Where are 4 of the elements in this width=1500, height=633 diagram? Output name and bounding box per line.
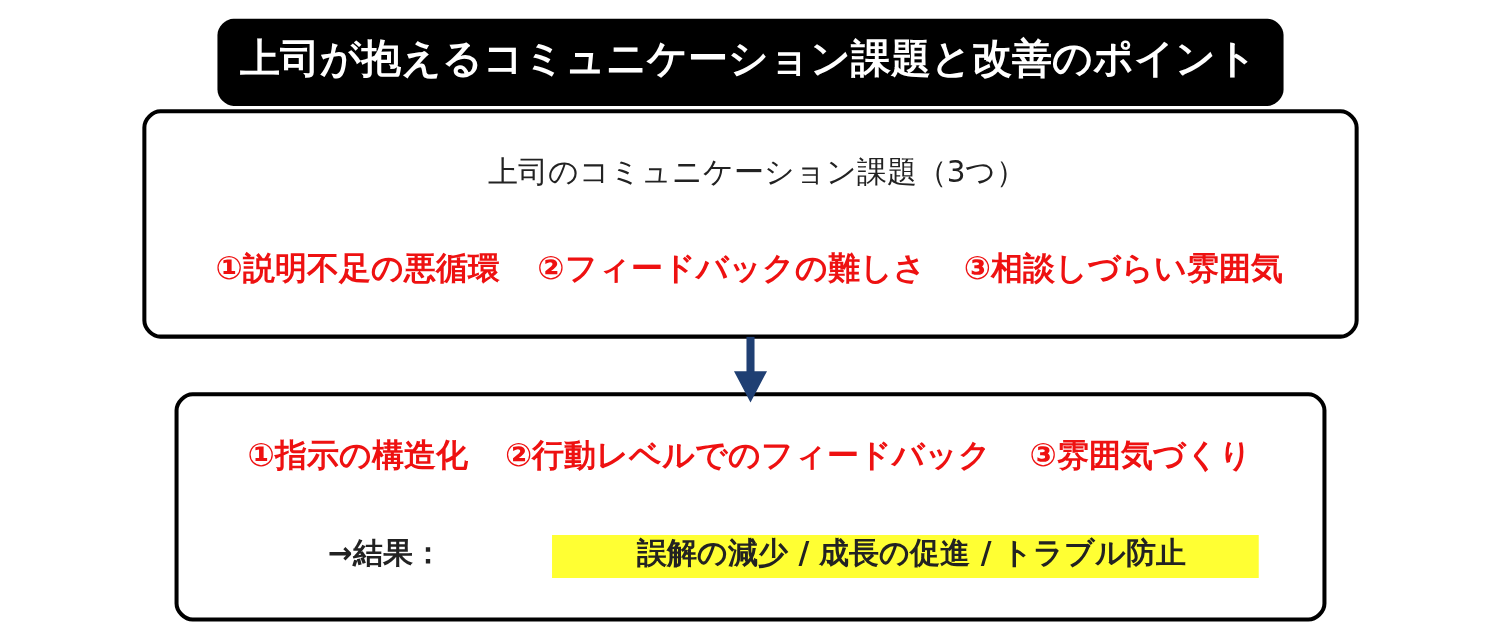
arrow [733,336,767,403]
node-box: 上司のコミュニケーション課題（3つ） ①説明不足の悪循環 ②フィードバックの難しさ ③相談しづらい雰囲気 [141,109,1359,339]
node-box: ①指示の構造化 ②行動レベルでのフィードバック ③雰囲気づくり →結果： 誤解の減少 / 成長の促進 / トラブル防止 [174,392,1326,622]
diagram-title: 上司が抱えるコミュニケーション課題と改善のポイント [239,34,1257,81]
